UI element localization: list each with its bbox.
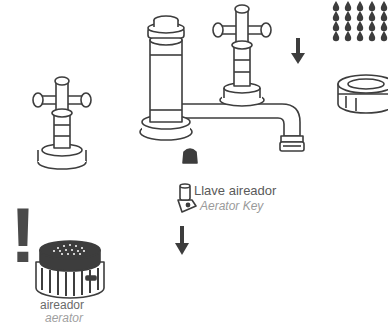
warning-mark: ! bbox=[10, 196, 36, 274]
spout bbox=[178, 104, 304, 151]
aerator-ring bbox=[338, 75, 388, 113]
left-handle bbox=[33, 77, 91, 169]
part-label: Llave aireador bbox=[194, 184, 276, 197]
part-label-translation: aerator bbox=[45, 312, 83, 324]
aerator-part bbox=[36, 241, 104, 298]
part-label: aireador bbox=[40, 299, 84, 311]
right-handle bbox=[213, 5, 271, 106]
part-label-translation: Aerator Key bbox=[200, 200, 263, 212]
aerator-key-icon bbox=[178, 184, 196, 212]
down-arrow bbox=[175, 38, 305, 255]
aerator-cap bbox=[183, 149, 197, 163]
water-drops bbox=[333, 1, 387, 41]
faucet-column bbox=[140, 16, 192, 140]
